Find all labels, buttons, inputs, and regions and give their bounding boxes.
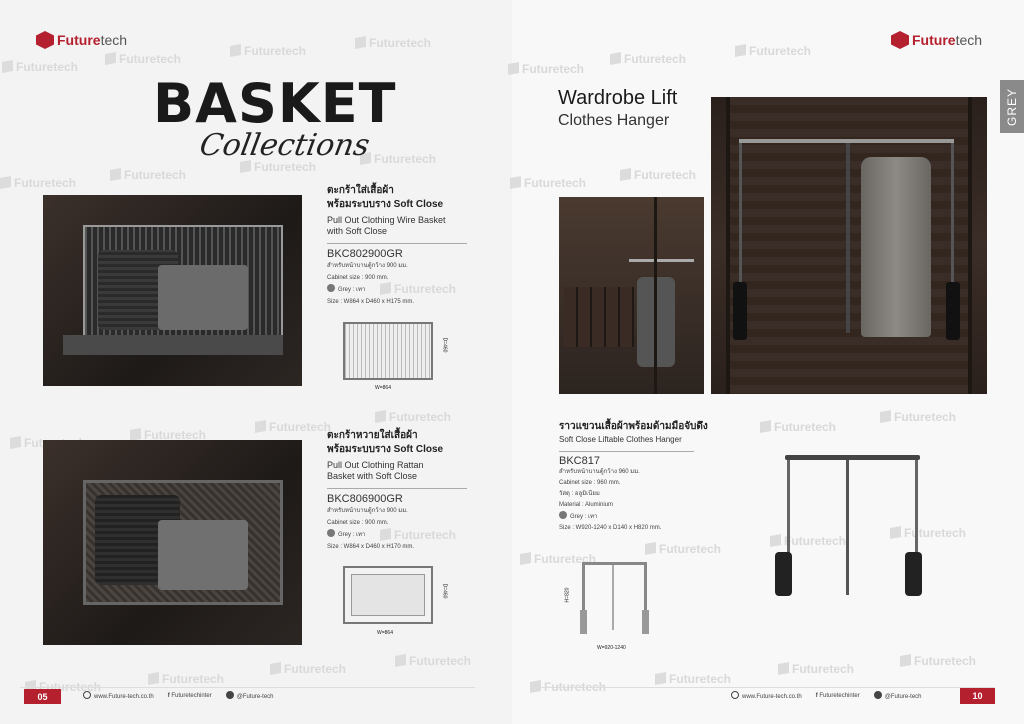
globe-icon xyxy=(731,691,739,699)
product-photo-wardrobe-lift xyxy=(711,97,987,394)
grey-swatch-icon xyxy=(559,511,567,519)
dimension-diagram-1 xyxy=(343,322,433,380)
line-link[interactable]: @Future-tech xyxy=(873,691,922,700)
dimension-diagram-3 xyxy=(580,562,649,637)
line-link[interactable]: @Future-tech xyxy=(225,691,274,700)
product-photo-wardrobe-interior xyxy=(559,197,704,394)
line-icon xyxy=(225,691,234,699)
color-tab: GREY xyxy=(1000,80,1024,133)
product-code: BKC806900GR xyxy=(327,493,403,505)
website-link[interactable]: www.Future-tech.co.th xyxy=(83,691,154,700)
product-info-3: ราวแขวนเสื้อผ้าพร้อมด้ามมือจับดึง Soft C… xyxy=(559,421,708,531)
facebook-icon: f xyxy=(815,692,820,699)
product-info-2: ตะกร้าหวายใส่เสื้อผ้า พร้อมระบบราง Soft … xyxy=(327,429,467,553)
cube-logo-icon xyxy=(36,31,54,49)
facebook-icon: f xyxy=(167,692,172,699)
facebook-link[interactable]: f Futuretechinter xyxy=(167,692,212,699)
product-photo-rattan-basket xyxy=(43,440,302,645)
product-code: BKC802900GR xyxy=(327,248,403,260)
page-title: BASKET xyxy=(153,72,397,135)
grey-swatch-icon xyxy=(327,529,335,537)
product-info-1: ตะกร้าใส่เสื้อผ้า พร้อมระบบราง Soft Clos… xyxy=(327,184,467,308)
line-icon xyxy=(873,691,882,699)
product-code: BKC817 xyxy=(559,455,600,467)
website-link[interactable]: www.Future-tech.co.th xyxy=(731,691,802,700)
page-subtitle: Collections xyxy=(196,128,373,163)
product-photo-wire-basket xyxy=(43,195,302,386)
footer-links: www.Future-tech.co.th f Futuretechinter … xyxy=(83,691,274,700)
footer-links: www.Future-tech.co.th f Futuretechinter … xyxy=(731,691,922,700)
globe-icon xyxy=(83,691,91,699)
grey-swatch-icon xyxy=(327,284,335,292)
cube-logo-icon xyxy=(891,31,909,49)
dimension-diagram-2 xyxy=(343,566,433,624)
product-render-hanger xyxy=(770,455,935,605)
facebook-link[interactable]: f Futuretechinter xyxy=(815,692,860,699)
page-number: 10 xyxy=(960,688,995,704)
page-subtitle: Clothes Hanger xyxy=(558,112,670,129)
page-number: 05 xyxy=(24,689,61,704)
page-title: Wardrobe Lift xyxy=(558,87,678,109)
